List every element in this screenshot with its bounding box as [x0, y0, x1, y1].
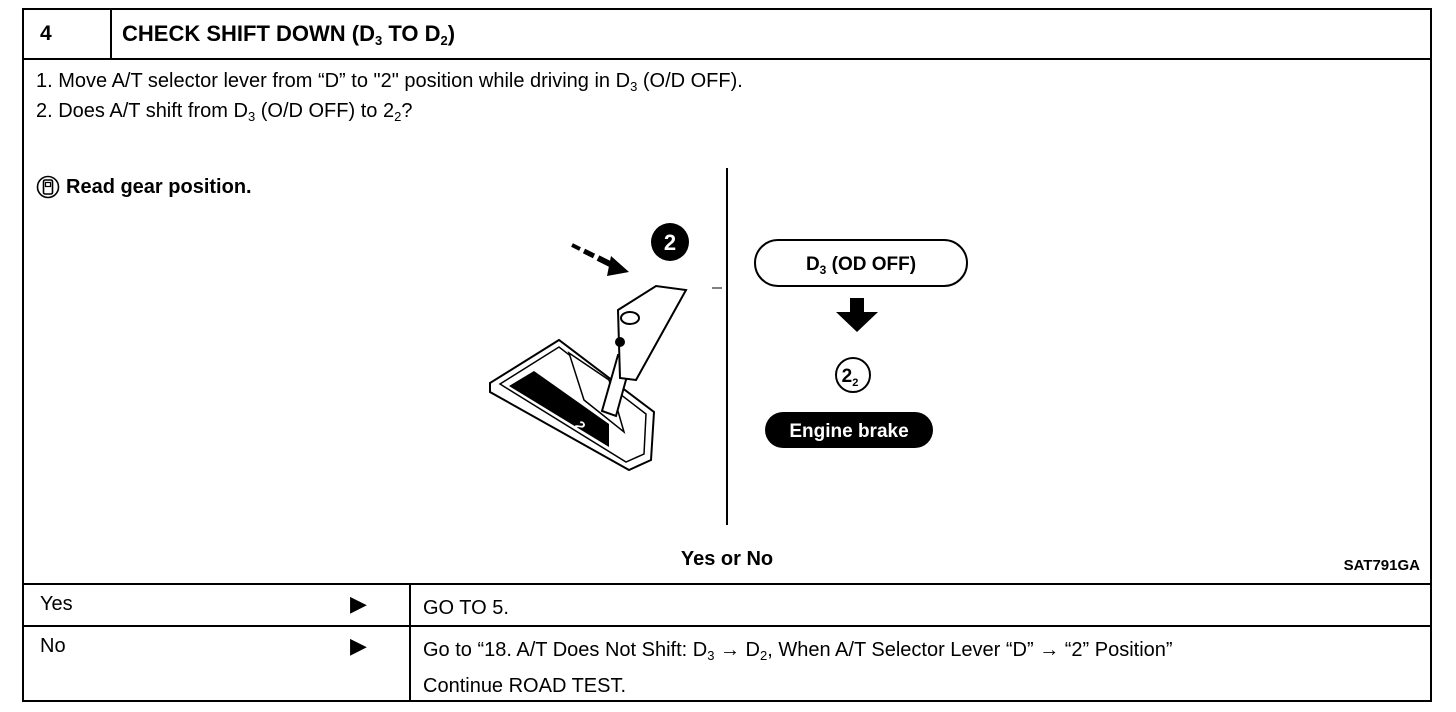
motion-arrow-icon [571, 243, 629, 276]
down-arrow-icon [836, 298, 878, 332]
to-state-badge [835, 357, 871, 393]
lever-badge [651, 223, 689, 261]
right-triangle-icon: ▶ [350, 633, 367, 658]
answer-row-no: No ▶ Go to “18. A/T Does Not Shift: D3 →… [24, 625, 1430, 700]
lever-badge-text: 2 [664, 230, 676, 255]
answer-row-yes: Yes ▶ GO TO 5. [24, 583, 1430, 625]
instruction-2: 2. Does A/T shift from D3 (O/D OFF) to 2… [36, 100, 413, 124]
answer-result: GO TO 5. [409, 585, 1430, 625]
instruction-1: 1. Move A/T selector lever from “D” to "… [36, 70, 743, 94]
question-label: Yes or No [680, 548, 774, 570]
shift-diagram: 2 2 D3 (OD OFF) [489, 168, 968, 525]
selector-lever-icon [600, 284, 688, 418]
engine-brake-text: Engine brake [789, 421, 908, 442]
step-body: 1. Move A/T selector lever from “D” to "… [24, 60, 1430, 580]
figure-code: SAT791GA [1343, 557, 1420, 574]
answer-result: Go to “18. A/T Does Not Shift: D3 → D2, … [409, 627, 1430, 700]
step-number: 4 [24, 10, 112, 58]
answer-label: No [40, 635, 66, 657]
answer-label: Yes [40, 593, 73, 615]
from-state-badge [754, 239, 968, 287]
right-triangle-icon: ▶ [350, 591, 367, 616]
from-state-text: D3 (OD OFF) [806, 254, 916, 277]
step-title: CHECK SHIFT DOWN (D3 TO D2) [122, 21, 456, 48]
to-state-text: 22 [842, 366, 859, 389]
consult-icon [36, 175, 60, 199]
engine-brake-badge [765, 412, 933, 448]
step-header: 4 CHECK SHIFT DOWN (D3 TO D2) [24, 10, 1430, 60]
consult-note: Read gear position. [36, 175, 252, 199]
procedure-box: 4 CHECK SHIFT DOWN (D3 TO D2) 1. Move A/… [22, 8, 1432, 702]
note-text: Read gear position. [66, 175, 252, 198]
